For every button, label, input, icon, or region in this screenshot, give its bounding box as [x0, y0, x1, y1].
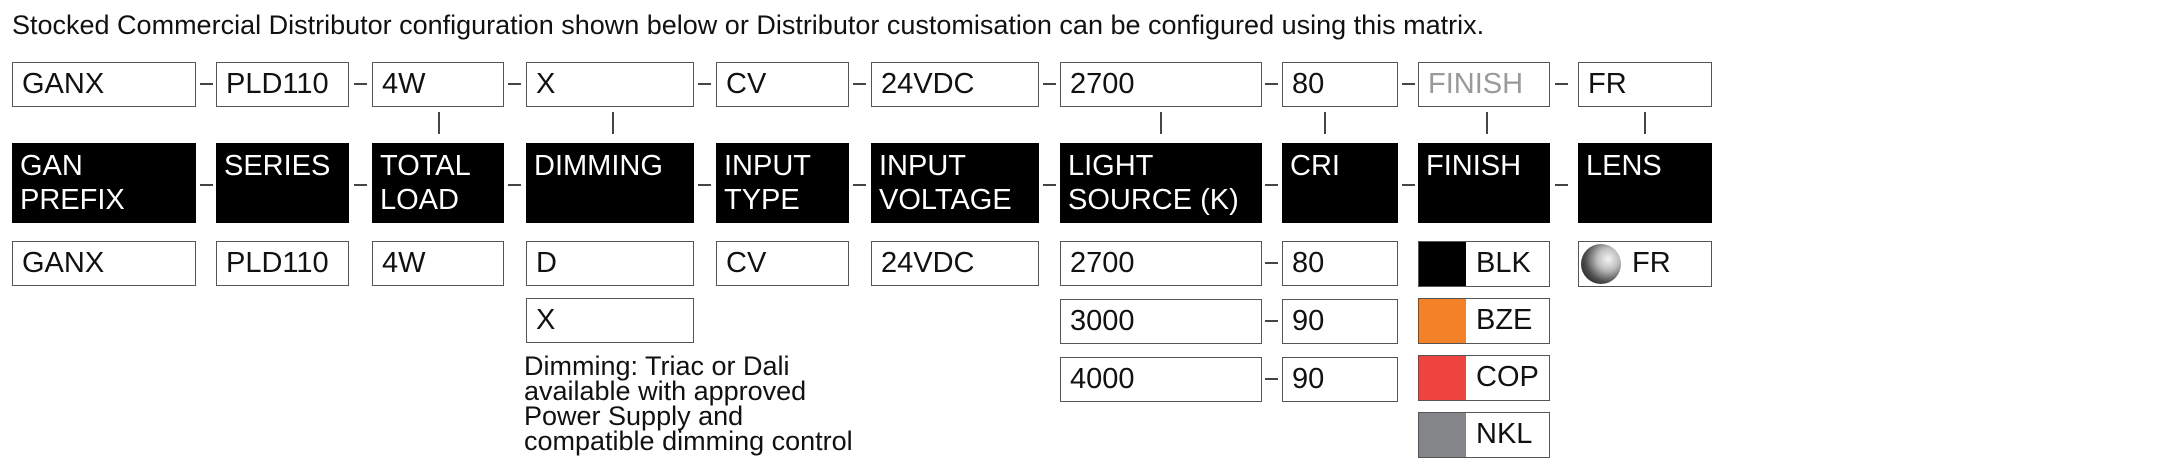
separator-dash	[1402, 184, 1415, 186]
option-finish-cop[interactable]: COP	[1418, 355, 1550, 401]
finish-label: BZE	[1476, 304, 1533, 336]
finish-label: NKL	[1476, 418, 1533, 450]
color-swatch	[1419, 299, 1466, 343]
option-light-source-4000[interactable]: 4000	[1060, 357, 1262, 402]
separator-dash	[1265, 262, 1278, 264]
option-prefix[interactable]: GANX	[12, 241, 196, 286]
code-voltage: 24VDC	[871, 62, 1039, 107]
separator-dash	[1555, 184, 1568, 186]
option-finish-nkl[interactable]: NKL	[1418, 412, 1550, 458]
finish-label: BLK	[1476, 247, 1531, 279]
header-line: SOURCE (K)	[1068, 184, 1239, 216]
intro-text: Stocked Commercial Distributor configura…	[12, 10, 1485, 40]
code-series: PLD110	[216, 62, 349, 107]
header-light-source: LIGHT SOURCE (K)	[1060, 143, 1262, 223]
option-finish-bze[interactable]: BZE	[1418, 298, 1550, 344]
dimming-note: Dimming: Triac or Dali available with ap…	[524, 351, 853, 456]
separator-dash	[853, 83, 866, 85]
option-light-source-2700[interactable]: 2700	[1060, 241, 1262, 286]
header-line: VOLTAGE	[879, 184, 1012, 216]
separator-dash	[200, 184, 213, 186]
connector-line	[438, 112, 440, 134]
code-cri: 80	[1282, 62, 1398, 107]
separator-dash	[508, 184, 521, 186]
separator-dash	[698, 184, 711, 186]
header-dimming: DIMMING	[526, 143, 694, 223]
separator-dash	[1402, 83, 1415, 85]
header-input-voltage: INPUT VOLTAGE	[871, 143, 1039, 223]
option-voltage[interactable]: 24VDC	[871, 241, 1039, 286]
separator-dash	[354, 83, 367, 85]
lens-label: FR	[1632, 247, 1671, 279]
option-cri-90[interactable]: 90	[1282, 299, 1398, 344]
option-dimming-d[interactable]: D	[526, 241, 694, 286]
connector-line	[1644, 112, 1646, 134]
header-input-type: INPUT TYPE	[716, 143, 849, 223]
frosted-lens-icon	[1581, 244, 1621, 284]
option-lens-fr[interactable]: FR	[1578, 241, 1712, 287]
option-input-type[interactable]: CV	[716, 241, 849, 286]
code-input-type: CV	[716, 62, 849, 107]
header-line: TYPE	[724, 184, 800, 216]
header-line: PREFIX	[20, 184, 125, 216]
separator-dash	[1265, 83, 1278, 85]
option-light-source-3000[interactable]: 3000	[1060, 299, 1262, 344]
separator-dash	[354, 184, 367, 186]
color-swatch	[1419, 413, 1466, 457]
color-swatch	[1419, 242, 1466, 286]
separator-dash	[1043, 184, 1056, 186]
header-line: INPUT	[879, 150, 966, 182]
separator-dash	[698, 83, 711, 85]
header-line: TOTAL	[380, 150, 471, 182]
separator-dash	[1265, 378, 1278, 380]
code-lens: FR	[1578, 62, 1712, 107]
header-line: SERIES	[224, 150, 331, 182]
header-series: SERIES	[216, 143, 349, 223]
option-cri-90[interactable]: 90	[1282, 357, 1398, 402]
header-gan-prefix: GAN PREFIX	[12, 143, 196, 223]
header-line: DIMMING	[534, 150, 663, 182]
header-lens: LENS	[1578, 143, 1712, 223]
header-line: INPUT	[724, 150, 811, 182]
header-total-load: TOTAL LOAD	[372, 143, 504, 223]
separator-dash	[1555, 83, 1568, 85]
connector-line	[1486, 112, 1488, 134]
connector-line	[1324, 112, 1326, 134]
code-prefix: GANX	[12, 62, 196, 107]
separator-dash	[1265, 184, 1278, 186]
header-line: LIGHT	[1068, 150, 1154, 182]
header-line: LOAD	[380, 184, 459, 216]
connector-line	[1160, 112, 1162, 134]
separator-dash	[1265, 320, 1278, 322]
option-cri-80[interactable]: 80	[1282, 241, 1398, 286]
header-line: CRI	[1290, 150, 1340, 182]
option-dimming-x[interactable]: X	[526, 298, 694, 343]
code-load: 4W	[372, 62, 504, 107]
code-dimming: X	[526, 62, 694, 107]
header-line: FINISH	[1426, 150, 1522, 182]
code-finish: FINISH	[1418, 62, 1550, 107]
header-line: LENS	[1586, 150, 1662, 182]
separator-dash	[1043, 83, 1056, 85]
separator-dash	[853, 184, 866, 186]
option-finish-blk[interactable]: BLK	[1418, 241, 1550, 287]
separator-dash	[508, 83, 521, 85]
finish-label: COP	[1476, 361, 1539, 393]
header-finish: FINISH	[1418, 143, 1550, 223]
option-load[interactable]: 4W	[372, 241, 504, 286]
option-series[interactable]: PLD110	[216, 241, 349, 286]
code-light-source: 2700	[1060, 62, 1262, 107]
separator-dash	[200, 83, 213, 85]
header-line: GAN	[20, 150, 83, 182]
header-cri: CRI	[1282, 143, 1398, 223]
color-swatch	[1419, 356, 1466, 400]
connector-line	[612, 112, 614, 134]
